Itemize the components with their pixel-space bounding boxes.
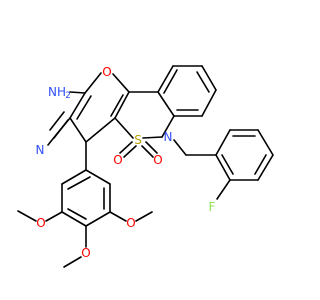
- molecule-structure: O NH 2 N S O O N F O O O: [17, 65, 274, 268]
- sulfur-label: S: [134, 133, 142, 147]
- bond-layer: [17, 65, 274, 268]
- methoxy-oxygen-bottom-label: O: [81, 246, 90, 260]
- atom-label-layer: O NH 2 N S O O N F O O O: [36, 65, 216, 260]
- fluorine-label: F: [209, 200, 216, 214]
- amino-label: NH: [48, 85, 66, 99]
- methoxy-oxygen-left-label: O: [36, 216, 45, 230]
- amino-subscript: 2: [65, 91, 71, 101]
- nitrile-nitrogen-label: N: [36, 143, 45, 157]
- sulfonyl-oxygen-right-label: O: [153, 153, 162, 167]
- ring-nitrogen-label: N: [164, 130, 173, 144]
- sulfonyl-oxygen-left-label: O: [113, 153, 122, 167]
- methoxy-oxygen-right-label: O: [126, 216, 135, 230]
- ring-oxygen-label: O: [102, 65, 111, 79]
